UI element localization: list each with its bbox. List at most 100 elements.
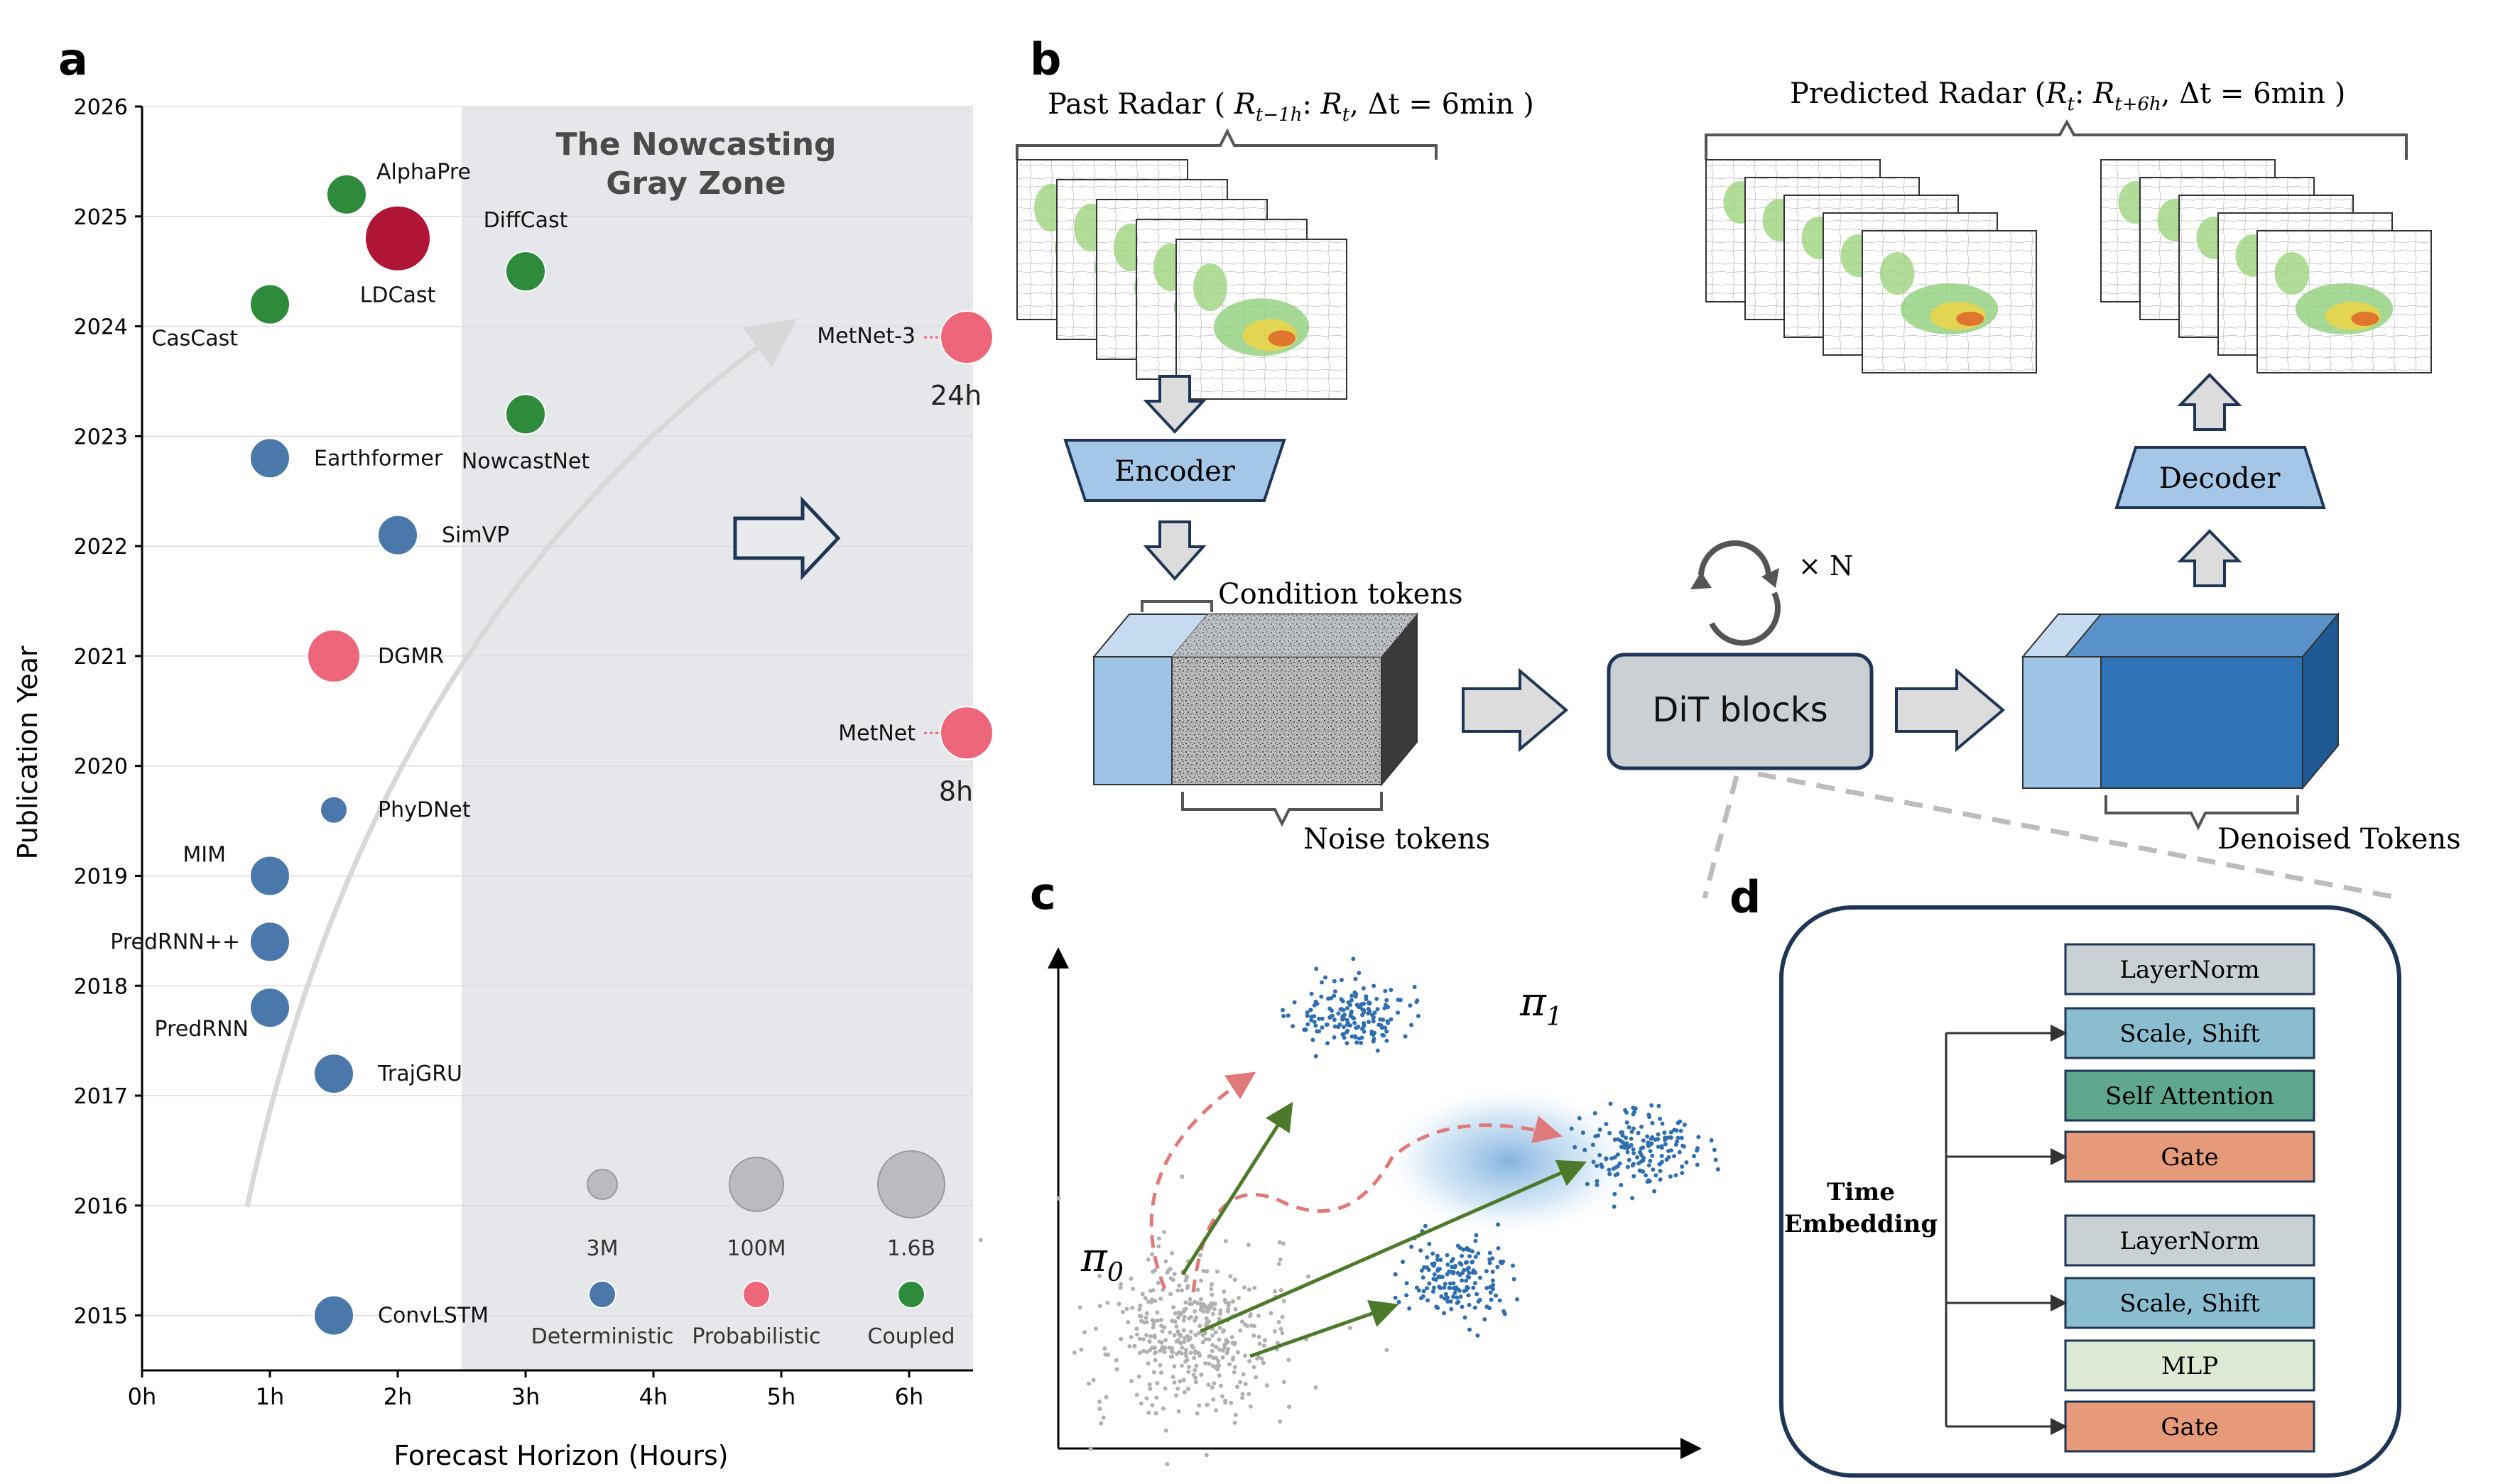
cloud-point	[1658, 1169, 1663, 1174]
point-label: LDCast	[360, 283, 436, 308]
cloud-point	[1305, 1010, 1310, 1015]
cloud-point	[1276, 1262, 1281, 1267]
data-point	[307, 628, 361, 683]
cloud-point	[1595, 1182, 1599, 1187]
cloud-point	[1114, 1367, 1119, 1372]
cloud-point	[978, 1238, 983, 1243]
cloud-point	[1470, 1259, 1475, 1264]
cloud-point	[1126, 1320, 1131, 1325]
cloud-point	[1372, 983, 1376, 988]
cloud-point	[1652, 1189, 1657, 1194]
cloud-point	[1403, 1034, 1408, 1039]
cloud-point	[1416, 1013, 1421, 1018]
cloud-point	[1134, 1326, 1139, 1331]
cloud-point	[1464, 1288, 1469, 1293]
cloud-point	[1367, 1001, 1372, 1006]
cloud-point	[1185, 1285, 1190, 1290]
cloud-point	[1450, 1257, 1455, 1262]
cloud-point	[1639, 1152, 1644, 1157]
cloud-point	[1369, 1029, 1374, 1034]
size-legend-circle	[729, 1157, 784, 1212]
cloud-point	[1192, 1355, 1197, 1360]
cloud-point	[1631, 1151, 1636, 1156]
cloud-point	[1210, 1311, 1215, 1316]
zoom-connector-right	[1757, 771, 2401, 901]
cloud-point	[1185, 1358, 1190, 1363]
cloud-point	[1452, 1265, 1457, 1270]
cloud-point	[1425, 1298, 1430, 1303]
cloud-point	[1077, 1305, 1082, 1310]
cloud-point	[1193, 1351, 1198, 1355]
dit-blocks-box	[1607, 653, 1874, 770]
cloud-point	[1604, 1122, 1609, 1127]
predicted-radar-title: Predicted Radar (Rt: Rt+6h, Δt = 6min )	[1790, 77, 2345, 115]
cloud-point	[1344, 1030, 1349, 1035]
y-axis-label: Publication Year	[12, 645, 43, 859]
cloud-point	[1149, 1297, 1154, 1302]
cloud-point	[1424, 1286, 1429, 1291]
cloud-point	[1511, 1277, 1516, 1282]
cloud-point	[1155, 1318, 1160, 1323]
cloud-point	[1597, 1127, 1602, 1132]
cloud-point	[1175, 1288, 1180, 1293]
cloud-point	[1352, 1020, 1357, 1025]
data-point	[505, 393, 546, 435]
cloud-point	[1595, 1179, 1599, 1184]
cloud-point	[1466, 1293, 1471, 1298]
cloud-point	[1161, 1406, 1166, 1411]
panel-label-c: c	[1030, 868, 1056, 920]
cloud-point	[1487, 1257, 1492, 1262]
cloud-point	[1448, 1281, 1452, 1286]
cloud-point	[1440, 1275, 1445, 1280]
cloud-point	[1211, 1397, 1216, 1402]
gray-zone-arrow-icon	[733, 496, 841, 581]
cloud-point	[1641, 1138, 1646, 1143]
cloud-point	[1309, 1017, 1314, 1022]
cloud-point	[1188, 1351, 1193, 1355]
cloud-point	[1256, 1355, 1261, 1360]
cloud-point	[1354, 991, 1359, 996]
cloud-point	[1183, 1300, 1188, 1305]
x-tick-label: 4h	[639, 1383, 668, 1410]
cloud-point	[1218, 1308, 1223, 1313]
cloud-point	[1306, 1274, 1311, 1279]
cloud-point	[1315, 1001, 1320, 1006]
cloud-point	[1613, 1172, 1618, 1177]
cloud-point	[1082, 1330, 1087, 1335]
cloud-point	[1467, 1302, 1472, 1307]
cloud-point	[1389, 1017, 1394, 1022]
cloud-point	[1281, 1008, 1286, 1013]
cloud-point	[1219, 1383, 1224, 1388]
cloud-point	[1287, 1404, 1292, 1409]
cloud-point	[1247, 1314, 1252, 1319]
cloud-point	[1226, 1309, 1231, 1314]
cloud-point	[1484, 1285, 1489, 1290]
cloud-point	[1179, 1363, 1184, 1368]
cloud-point	[1238, 1328, 1243, 1333]
cloud-point	[1656, 1132, 1661, 1137]
condition-tokens-label: Condition tokens	[1218, 578, 1463, 611]
cloud-point	[1636, 1161, 1641, 1166]
zoom-connector-left	[1702, 775, 1739, 899]
dit-blocks-label: DiT blocks	[1652, 690, 1827, 730]
cloud-point	[1339, 997, 1344, 1002]
cloud-point	[1243, 1353, 1248, 1358]
cloud-point	[1251, 1333, 1256, 1338]
cloud-point	[1585, 1182, 1590, 1186]
cloud-point	[1473, 1238, 1478, 1243]
cloud-point	[1631, 1147, 1636, 1152]
cloud-point	[1599, 1162, 1604, 1167]
cloud-point	[1182, 1339, 1187, 1344]
panel-label-b: b	[1030, 33, 1061, 85]
cloud-point	[1281, 1014, 1286, 1019]
size-legend-circle	[877, 1150, 945, 1218]
cloud-point	[1182, 1390, 1187, 1395]
cloud-point	[1647, 1179, 1652, 1184]
cloud-point	[1609, 1156, 1614, 1161]
cloud-point	[1141, 1348, 1146, 1353]
cloud-point	[1465, 1267, 1470, 1272]
cloud-point	[1303, 1027, 1308, 1032]
cloud-point	[1342, 1035, 1347, 1040]
cloud-point	[1140, 1292, 1145, 1297]
